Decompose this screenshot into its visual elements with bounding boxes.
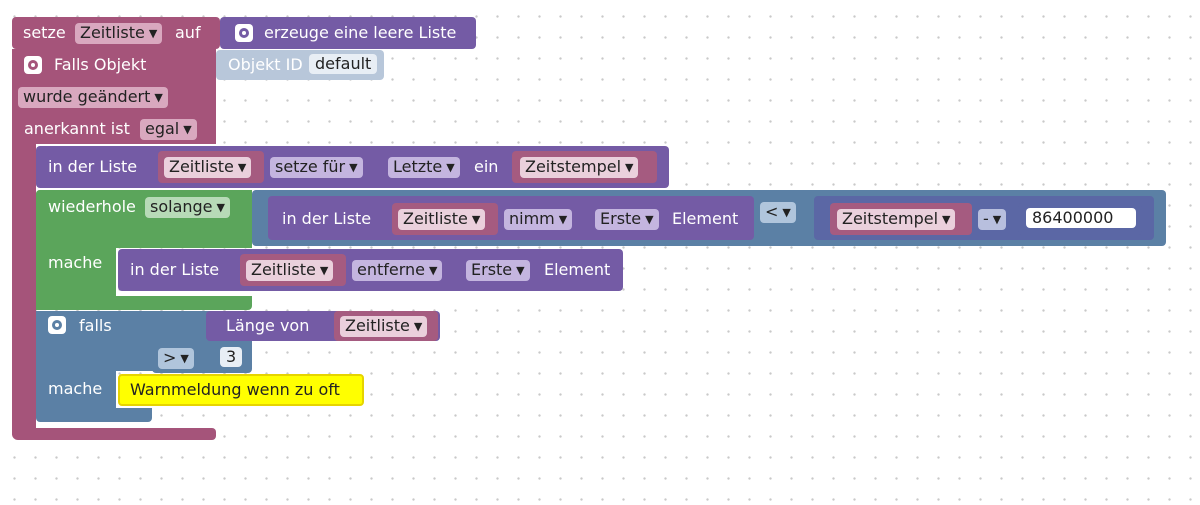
list-set-mode-dropdown[interactable]: setze für▼ (270, 157, 363, 178)
list-set-ein-label: ein (474, 157, 499, 176)
if-operator: > (163, 348, 177, 367)
dropdown-arrow-icon: ▼ (446, 161, 455, 174)
if-number-field[interactable]: 3 (220, 347, 243, 367)
dropdown-arrow-icon: ▼ (349, 161, 358, 174)
gear-icon[interactable] (24, 56, 42, 74)
body-position: Erste (471, 260, 513, 279)
dropdown-arrow-icon: ▼ (558, 213, 568, 226)
dropdown-arrow-icon: ▼ (429, 264, 438, 277)
trigger-block-spine (12, 49, 36, 439)
dropdown-arrow-icon: ▼ (180, 352, 189, 365)
body-element-label: Element (544, 260, 611, 279)
condition-variable-dropdown[interactable]: Zeitliste▼ (398, 209, 486, 230)
condition-timestamp: Zeitstempel (842, 209, 939, 228)
condition-timestamp-dropdown[interactable]: Zeitstempel▼ (837, 209, 956, 230)
create-list-block[interactable] (220, 17, 476, 49)
object-id-field[interactable]: default (309, 54, 378, 74)
list-set-mode: setze für (275, 157, 346, 176)
dropdown-arrow-icon: ▼ (645, 213, 654, 226)
compare-operator: < (765, 202, 779, 221)
dropdown-arrow-icon: ▼ (148, 27, 158, 40)
create-list-label: erzeuge eine leere Liste (264, 23, 457, 42)
condition-position-dropdown[interactable]: Erste▼ (595, 209, 659, 230)
body-variable: Zeitliste (251, 260, 316, 279)
while-repeat-label: wiederhole (48, 197, 136, 216)
dropdown-arrow-icon: ▼ (625, 161, 634, 174)
number-field[interactable]: 86400000 (1026, 208, 1136, 228)
length-variable: Zeitliste (345, 316, 410, 335)
if-number: 3 (226, 347, 237, 366)
object-id-value: default (315, 54, 372, 73)
length-variable-dropdown[interactable]: Zeitliste▼ (340, 316, 428, 337)
dropdown-arrow-icon: ▼ (471, 213, 481, 226)
if-label: falls (79, 316, 112, 335)
condition-in-list-label: in der Liste (282, 209, 372, 228)
if-block-footer (36, 408, 152, 422)
ack-dropdown[interactable]: egal▼ (140, 119, 197, 140)
while-do-label: mache (48, 253, 103, 272)
while-loop-spine (36, 190, 116, 310)
comment-block[interactable] (118, 374, 364, 406)
dropdown-arrow-icon: ▼ (782, 206, 791, 219)
if-do-label: mache (48, 379, 103, 398)
condition-position: Erste (600, 209, 642, 228)
length-label: Länge von (226, 316, 310, 335)
dropdown-arrow-icon: ▼ (154, 91, 163, 104)
set-variable-name: Zeitliste (80, 23, 145, 42)
comment-text: Warnmeldung wenn zu oft (130, 380, 340, 399)
trigger-title: Falls Objekt (54, 55, 147, 74)
arith-operator: - (983, 209, 989, 228)
condition-element-label: Element (672, 209, 739, 228)
list-set-in-label: in der Liste (48, 157, 138, 176)
condition-dropdown[interactable]: wurde geändert▼ (18, 87, 168, 108)
list-set-value: Zeitstempel (525, 157, 622, 176)
while-mode-dropdown[interactable]: solange▼ (145, 197, 230, 218)
dropdown-arrow-icon: ▼ (992, 213, 1002, 226)
set-keyword: setze (23, 23, 66, 42)
dropdown-arrow-icon: ▼ (237, 161, 247, 174)
body-mode: entferne (357, 260, 426, 279)
body-variable-dropdown[interactable]: Zeitliste▼ (246, 260, 334, 281)
list-set-value-dropdown[interactable]: Zeitstempel▼ (520, 157, 639, 178)
body-position-dropdown[interactable]: Erste▼ (466, 260, 530, 281)
compare-operator-dropdown[interactable]: <▼ (760, 202, 796, 223)
object-id-label: Objekt ID (228, 55, 303, 74)
number-value: 86400000 (1032, 208, 1114, 227)
set-variable-dropdown[interactable]: Zeitliste▼ (75, 23, 163, 44)
dropdown-arrow-icon: ▼ (516, 264, 525, 277)
body-in-list-label: in der Liste (130, 260, 220, 279)
list-set-variable: Zeitliste (169, 157, 234, 176)
list-set-position: Letzte (393, 157, 443, 176)
if-operator-dropdown[interactable]: >▼ (158, 348, 194, 369)
set-to-label: auf (175, 23, 201, 42)
dropdown-arrow-icon: ▼ (319, 264, 329, 277)
dropdown-arrow-icon: ▼ (942, 213, 951, 226)
condition-mode-dropdown[interactable]: nimm▼ (504, 209, 573, 230)
gear-icon[interactable] (48, 316, 66, 334)
list-set-position-dropdown[interactable]: Letzte▼ (388, 157, 460, 178)
list-set-variable-dropdown[interactable]: Zeitliste▼ (164, 157, 252, 178)
condition-value: wurde geändert (23, 87, 151, 106)
dropdown-arrow-icon: ▼ (216, 201, 225, 214)
body-mode-dropdown[interactable]: entferne▼ (352, 260, 443, 281)
arith-operator-dropdown[interactable]: -▼ (978, 209, 1007, 230)
while-mode: solange (150, 197, 213, 216)
while-loop-footer (36, 296, 252, 310)
trigger-block-footer (12, 428, 216, 440)
dropdown-arrow-icon: ▼ (413, 320, 423, 333)
dropdown-arrow-icon: ▼ (183, 123, 192, 136)
ack-value: egal (145, 119, 180, 138)
ack-label: anerkannt ist (24, 119, 130, 138)
condition-mode: nimm (509, 209, 555, 228)
gear-icon[interactable] (235, 24, 253, 42)
condition-variable: Zeitliste (403, 209, 468, 228)
